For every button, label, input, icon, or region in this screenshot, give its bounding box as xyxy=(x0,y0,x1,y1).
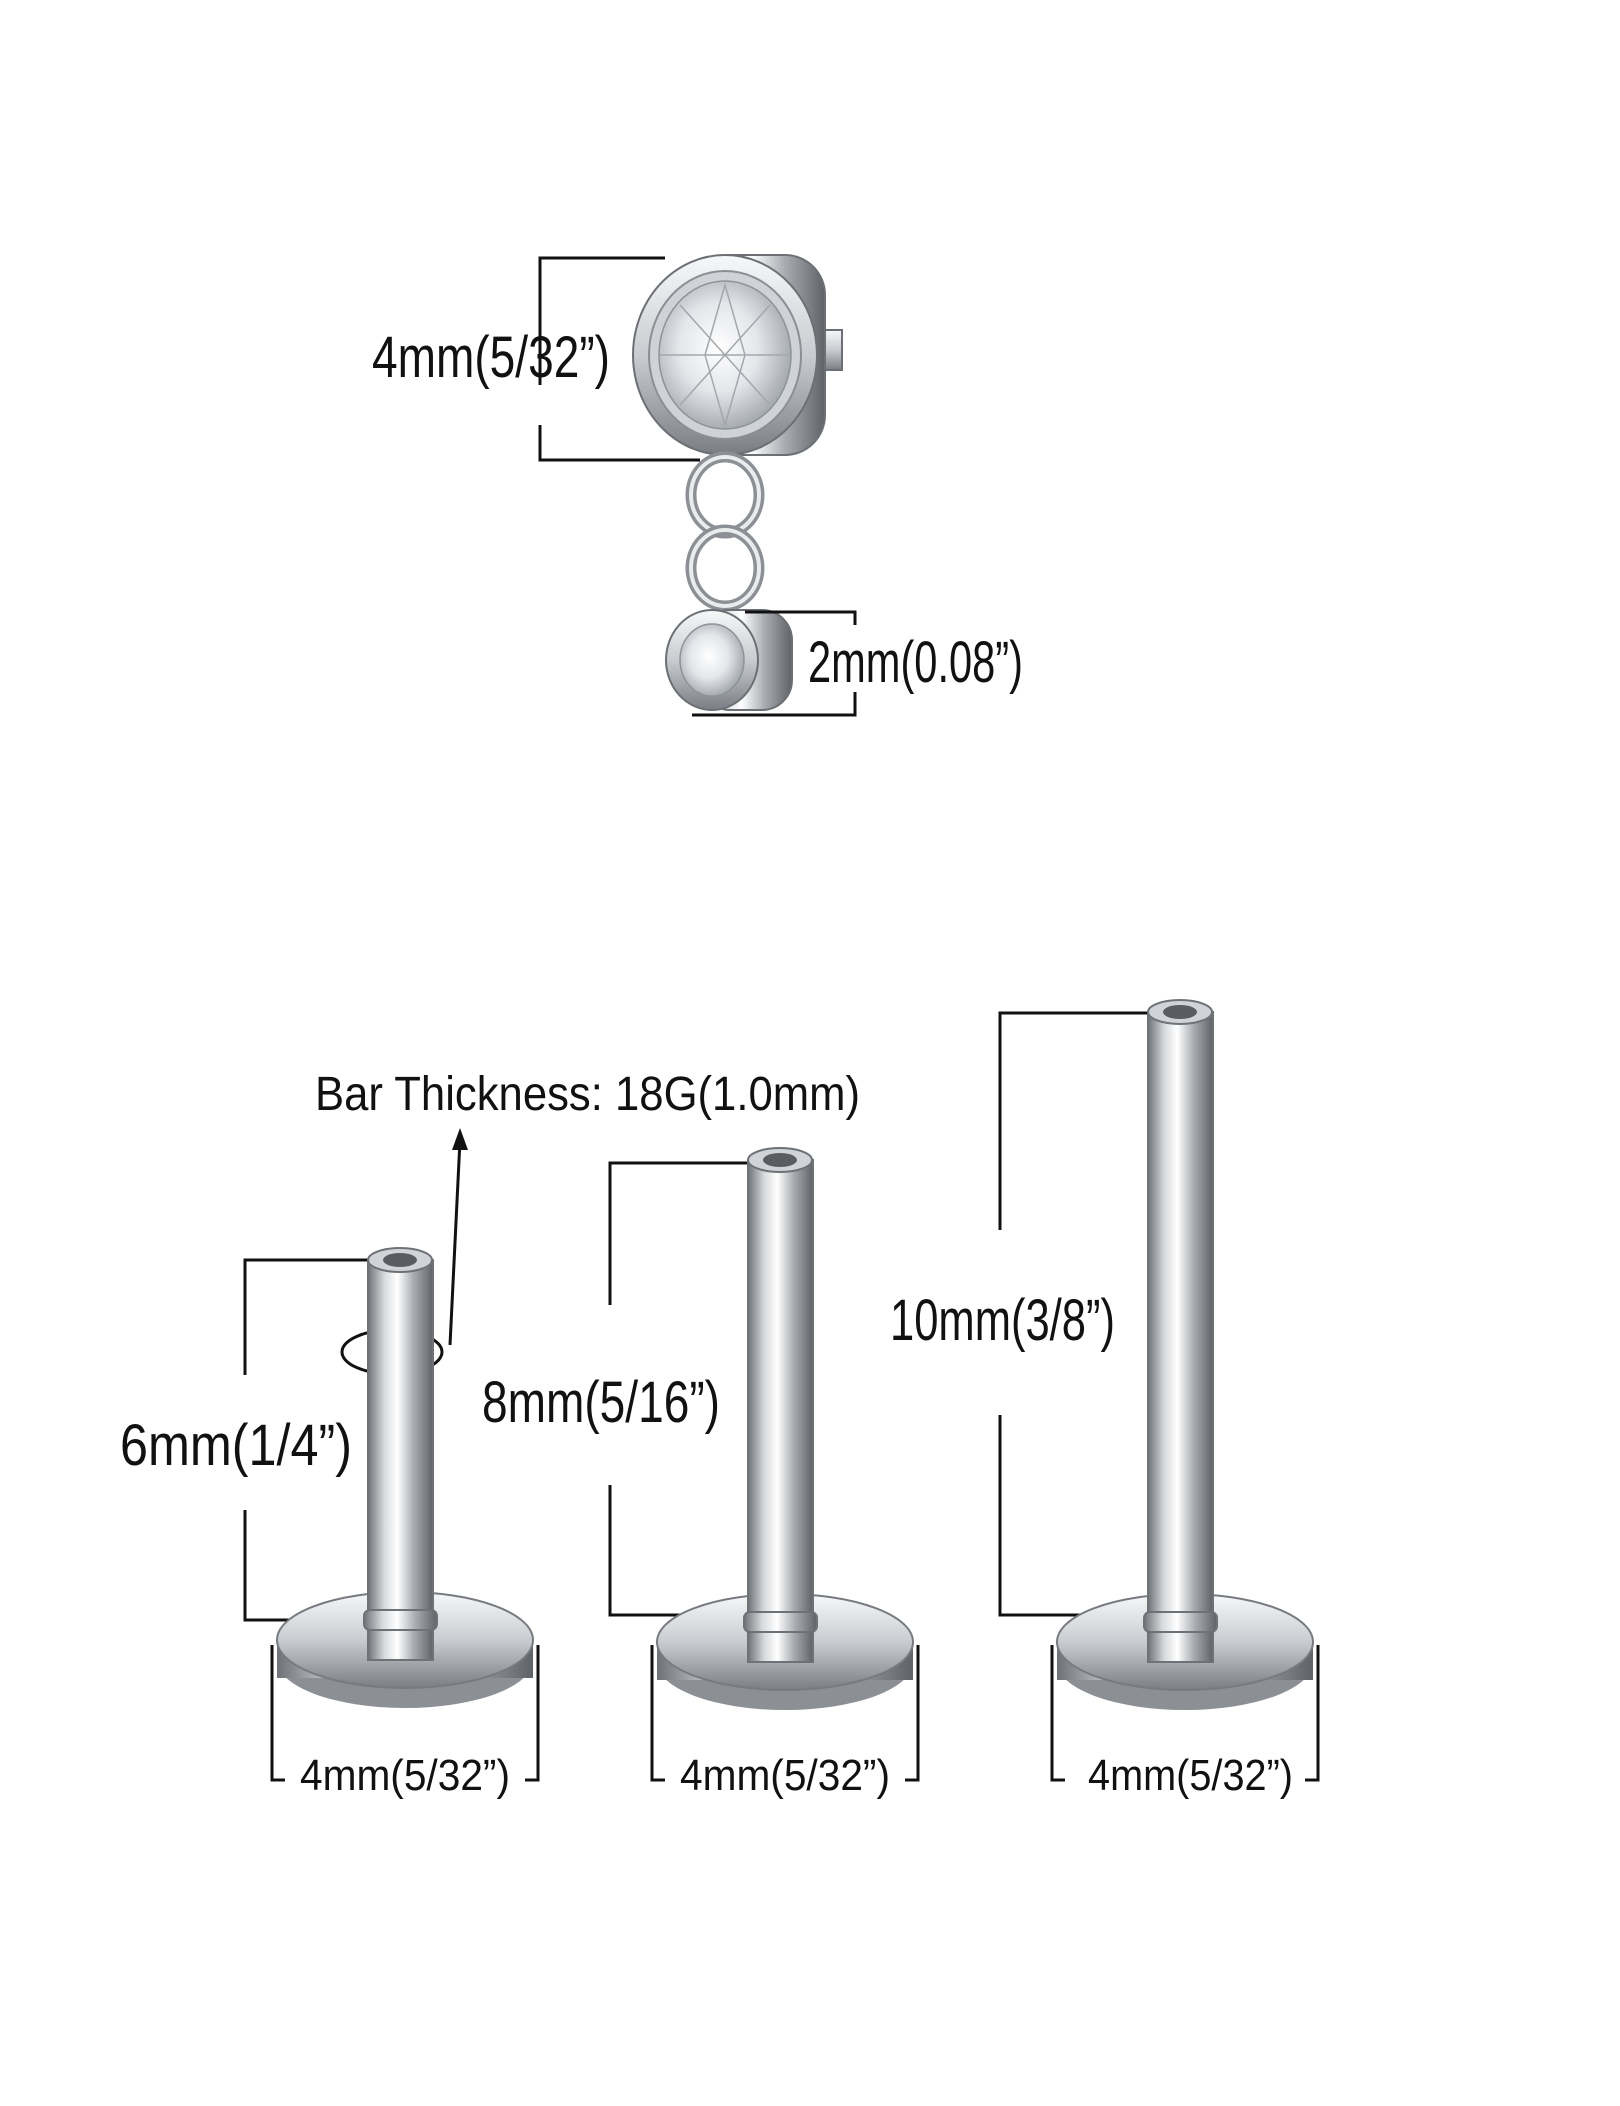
labret-posts: 6mm(1/4”) 4mm(5/32”) 8mm(5/16”) xyxy=(120,999,1320,1800)
chain-rings xyxy=(685,451,765,612)
arrow-up-icon xyxy=(452,1128,468,1150)
flat-back-labret-post-icon xyxy=(1056,999,1314,1710)
charm-diameter-bracket xyxy=(692,610,857,717)
top-piece: 4mm(5/32”) 2mm(0.08”) xyxy=(372,254,1023,717)
charm-diameter-label: 2mm(0.08”) xyxy=(808,630,1023,695)
bar-thickness-callout: Bar Thickness: 18G(1.0mm) xyxy=(315,1068,860,1376)
top-diameter-label: 4mm(5/32”) xyxy=(372,325,610,390)
length-label-3: 10mm(3/8”) xyxy=(890,1288,1115,1353)
base-bracket-3 xyxy=(1050,1645,1320,1782)
base-label-1: 4mm(5/32”) xyxy=(300,1751,510,1800)
top-diameter-bracket xyxy=(538,256,700,462)
bar-thickness-label: Bar Thickness: 18G(1.0mm) xyxy=(315,1068,860,1121)
labret-post-3: 10mm(3/8”) 4mm(5/32”) xyxy=(890,999,1320,1800)
dangle-charm-icon xyxy=(665,609,793,711)
length-label-2: 8mm(5/16”) xyxy=(482,1370,720,1435)
base-bracket-2 xyxy=(650,1645,920,1782)
labret-post-2: 8mm(5/16”) 4mm(5/32”) xyxy=(482,1147,920,1800)
length-label-1: 6mm(1/4”) xyxy=(120,1413,352,1478)
base-label-2: 4mm(5/32”) xyxy=(680,1751,890,1800)
bezel-gem-top-icon xyxy=(632,254,843,456)
base-bracket-1 xyxy=(270,1645,540,1782)
bar-thickness-leader xyxy=(448,1139,462,1346)
labret-post-1: 6mm(1/4”) 4mm(5/32”) xyxy=(120,1247,540,1800)
flat-back-labret-post-icon xyxy=(276,1247,534,1708)
base-label-3: 4mm(5/32”) xyxy=(1088,1751,1293,1800)
flat-back-labret-post-icon xyxy=(656,1147,914,1710)
